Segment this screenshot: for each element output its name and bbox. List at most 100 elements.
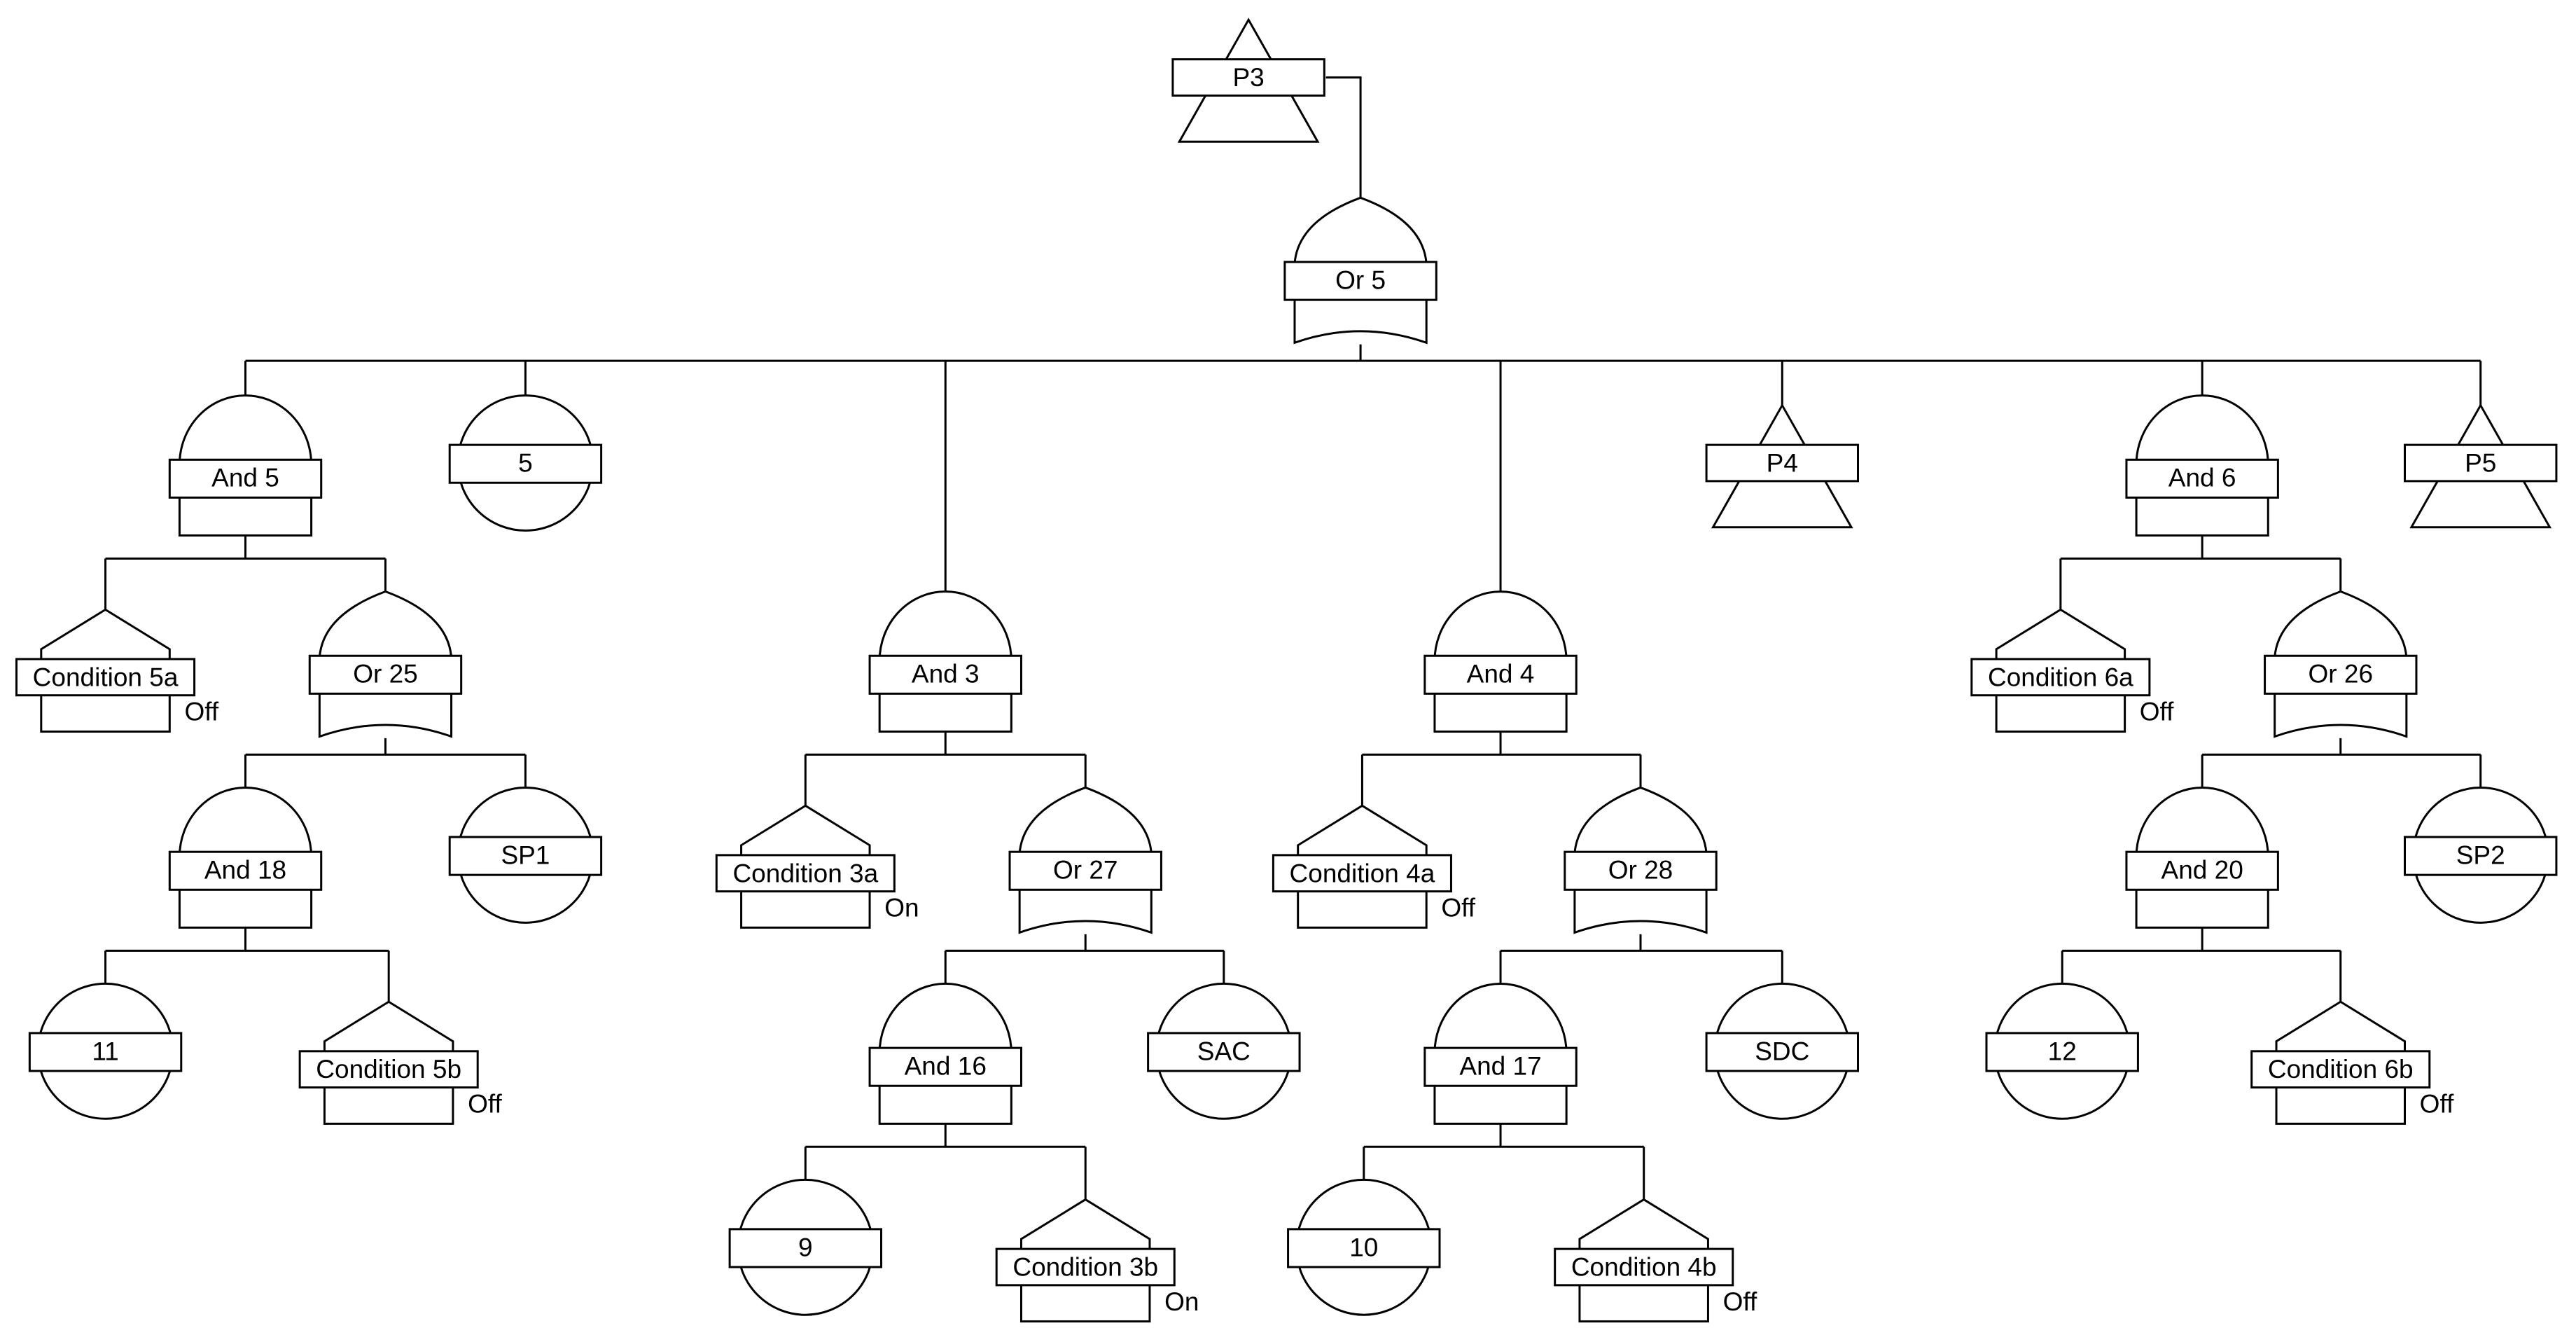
transfer-label-box	[2404, 443, 2558, 483]
condition-label-box	[1970, 658, 2151, 697]
event-label: 12	[2048, 1037, 2077, 1065]
gate-label: And 5	[211, 464, 279, 492]
gate-label: Or 28	[1608, 856, 1673, 885]
event-label: 5	[518, 449, 533, 478]
gate-label: And 6	[2168, 464, 2236, 492]
gate-label: Or 25	[353, 660, 418, 689]
event-label-box	[448, 443, 603, 484]
or-node-or5: Or 5	[1283, 196, 1437, 345]
condition-label: Condition 5b	[316, 1055, 461, 1084]
gate-label-box	[1423, 654, 1578, 695]
gate-label-box	[2125, 850, 2279, 891]
and-node-and17: And 17	[1423, 983, 1578, 1125]
connector-or25	[244, 738, 527, 788]
connector-or27	[944, 934, 1225, 984]
gate-label-box	[168, 850, 323, 891]
connector-and4	[1360, 731, 1642, 806]
condition-label: Condition 6b	[2268, 1055, 2414, 1084]
event-label: 11	[92, 1037, 118, 1065]
gate-label: And 3	[912, 660, 980, 689]
event-label-box	[2404, 836, 2558, 876]
condition-label-box	[1272, 854, 1452, 893]
condition-state-label: Off	[2140, 698, 2174, 726]
gate-label-box	[2125, 458, 2279, 499]
gate-label: And 4	[1467, 660, 1535, 689]
and-node-and4: And 4	[1423, 590, 1578, 733]
gate-label: Or 26	[2308, 660, 2373, 689]
basic-node-e9: 9	[728, 1178, 883, 1316]
event-label-box	[728, 1228, 883, 1268]
condition-state-label: Off	[1723, 1287, 1757, 1316]
transfer-label: P4	[1767, 449, 1798, 478]
condition-label-box	[715, 854, 896, 893]
transfer-label-box	[1705, 443, 1860, 483]
transfer-label-box	[1171, 58, 1325, 97]
event-label-box	[1287, 1228, 1441, 1268]
gate-label: And 20	[2161, 856, 2243, 885]
condition-label: Condition 5a	[33, 663, 179, 691]
basic-node-e10: 10	[1287, 1178, 1441, 1316]
condition-state-label: Off	[184, 698, 218, 726]
or-node-or26: Or 26	[2264, 590, 2418, 738]
event-label-box	[1705, 1032, 1860, 1072]
gate-label-box	[1564, 850, 1718, 891]
or-node-or25: Or 25	[308, 590, 463, 738]
connector-lines	[104, 76, 2482, 1200]
and-node-and3: And 3	[868, 590, 1022, 733]
event-label: SAC	[1197, 1037, 1251, 1065]
connector-and20	[2061, 927, 2342, 1002]
condition-label: Condition 3b	[1012, 1252, 1158, 1281]
gate-label-box	[168, 458, 323, 499]
condition-label-box	[1554, 1247, 1734, 1287]
basic-node-e11: 11	[28, 982, 183, 1120]
or-node-or27: Or 27	[1008, 786, 1162, 934]
condition-label-box	[298, 1050, 479, 1089]
event-label: SP2	[2456, 841, 2505, 869]
connector-or28	[1499, 934, 1783, 984]
condition-state-label: On	[884, 894, 919, 922]
connector-or26	[2201, 738, 2482, 788]
transfer-node-p3: P3	[1171, 18, 1325, 143]
connector-and5	[104, 535, 387, 610]
gate-label-box	[308, 654, 463, 695]
connector-or5	[244, 344, 2482, 592]
gate-label: And 16	[905, 1052, 987, 1081]
event-label-box	[1985, 1032, 2139, 1072]
gate-label-box	[1423, 1046, 1578, 1087]
basic-node-e12: 12	[1985, 982, 2139, 1120]
event-label-box	[28, 1032, 183, 1072]
gate-label-box	[2264, 654, 2418, 695]
condition-label-box	[995, 1247, 1176, 1287]
condition-state-label: On	[1164, 1287, 1199, 1316]
condition-label: Condition 4b	[1571, 1252, 1717, 1281]
connector-and16	[804, 1123, 1087, 1200]
gate-label-box	[1283, 261, 1437, 301]
transfer-label: P3	[1232, 63, 1264, 92]
condition-label: Condition 6a	[1988, 663, 2133, 691]
connector-p3	[1325, 76, 1362, 198]
connector-and3	[804, 731, 1087, 806]
connector-and6	[2059, 535, 2342, 610]
transfer-node-p5: P5	[2404, 403, 2558, 529]
condition-label: Condition 3a	[732, 859, 878, 887]
and-node-and6: And 6	[2125, 394, 2279, 537]
gate-label-box	[868, 654, 1022, 695]
and-node-and16: And 16	[868, 983, 1022, 1125]
condition-state-label: Off	[468, 1090, 502, 1119]
connector-and17	[1363, 1123, 1645, 1200]
transfer-label: P5	[2465, 449, 2496, 478]
gate-label-box	[1008, 850, 1162, 891]
transfer-node-p4: P4	[1705, 403, 1860, 529]
gate-label: Or 27	[1053, 856, 1118, 885]
event-label: 9	[798, 1233, 813, 1261]
gate-label: Or 5	[1335, 265, 1386, 294]
and-node-and5: And 5	[168, 394, 323, 537]
